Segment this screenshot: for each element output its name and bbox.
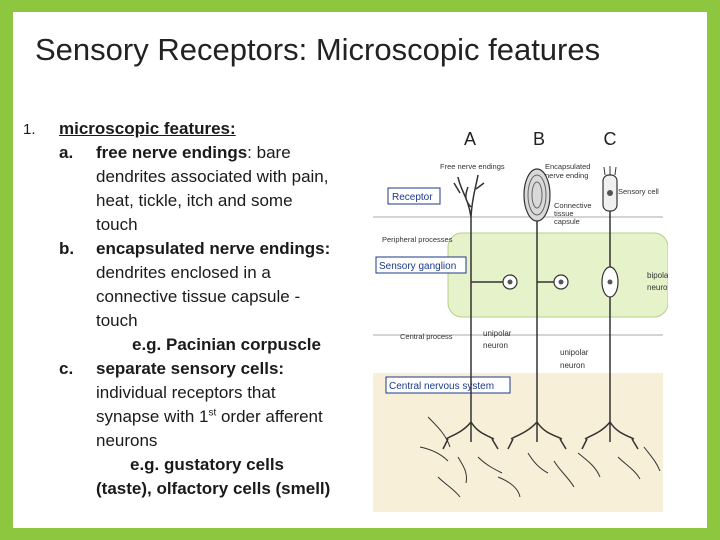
item-b-example: e.g. Pacinian corpuscle (132, 335, 321, 354)
free-nerve-ending-branches (453, 174, 485, 218)
receptor-diagram: A B C Free nerve endings Encapsulated ne… (368, 117, 668, 512)
connective-label-1: Connective (554, 201, 592, 210)
receptor-label: Receptor (392, 192, 433, 203)
cns-region (373, 373, 663, 512)
item-b-line3: connective tissue capsule - (96, 287, 301, 306)
list-number-1: 1. (23, 121, 36, 138)
ganglion-region (447, 232, 668, 318)
item-b-marker: b. (59, 239, 75, 258)
item-b-line1: encapsulated nerve endings: (96, 239, 331, 258)
item-c-line3-sup: st (208, 407, 217, 419)
item-1-heading: microscopic features: (59, 119, 236, 138)
item-c-example1: e.g. gustatory cells (130, 455, 284, 474)
item-c-line1: separate sensory cells: (96, 359, 285, 378)
unipolar-b-label-1: unipolar (560, 348, 589, 357)
item-c-example2: (taste), olfactory cells (smell) (96, 479, 331, 498)
item-a-line2: dendrites associated with pain, (96, 167, 329, 186)
neuron-b-nucleus (558, 279, 564, 285)
item-a-line4: touch (96, 215, 138, 234)
item-c-line4: neurons (96, 431, 158, 450)
neuron-a-terminal-branches (442, 421, 499, 450)
encapsulated-ending-layer-2 (531, 181, 543, 209)
neuron-c-terminal-branches (581, 421, 639, 450)
item-a-bold: free nerve endings (96, 143, 248, 162)
column-c-label: C (604, 129, 617, 149)
unipolar-b-label-2: neuron (560, 361, 585, 370)
connective-label-2: tissue (554, 209, 574, 218)
neuron-c-nucleus (607, 279, 613, 285)
sensory-ganglion-label: Sensory ganglion (379, 261, 456, 272)
encapsulated-label-2: nerve ending (545, 171, 588, 180)
item-b-line2: dendrites enclosed in a (96, 263, 271, 282)
bipolar-label-1: bipolar (647, 271, 668, 280)
item-a-marker: a. (59, 143, 74, 162)
neuron-a-nucleus (507, 279, 513, 285)
unipolar-a-label-2: neuron (483, 341, 508, 350)
item-a-line1: free nerve endings: bare (96, 143, 291, 163)
item-c-line3-post: order afferent (216, 407, 323, 426)
central-process-label: Central process (400, 332, 453, 341)
outline: 1. microscopic features: a. free nerve e… (13, 12, 373, 512)
bipolar-label-2: neuron (647, 283, 668, 292)
encapsulated-ending-layer-1 (527, 174, 547, 216)
item-a-rest: : bare (247, 143, 291, 162)
item-c-line3: synapse with 1st order afferent (96, 407, 323, 427)
item-a-line3: heat, tickle, itch and some (96, 191, 293, 210)
neuron-b-terminal-branches (507, 421, 567, 450)
item-c-marker: c. (59, 359, 74, 378)
sensory-ganglion-label-box (375, 256, 467, 274)
slide-title: Sensory Receptors: Microscopic features (35, 32, 601, 67)
encapsulated-label-1: Encapsulated (545, 162, 590, 171)
neuron-c (581, 211, 639, 450)
slide: Sensory Receptors: Microscopic features … (13, 12, 707, 528)
sensory-cell-label: Sensory cell (618, 187, 659, 196)
column-b-label: B (533, 129, 545, 149)
free-nerve-endings-label: Free nerve endings (440, 162, 505, 171)
item-b-line4: touch (96, 311, 138, 330)
sensory-cell-nucleus (607, 190, 613, 196)
connective-label-3: capsule (554, 217, 580, 226)
receptor-label-box (387, 187, 441, 205)
cns-label-box (385, 376, 511, 394)
item-c-line3-pre: synapse with 1 (96, 407, 209, 426)
cns-synapse-branches (419, 416, 661, 498)
item-c-line2: individual receptors that (96, 383, 276, 402)
unipolar-a-label-1: unipolar (483, 329, 512, 338)
peripheral-processes-label: Peripheral processes (382, 235, 453, 244)
column-a-label: A (464, 129, 476, 149)
receptor-diagram-svg: A B C Free nerve endings Encapsulated ne… (373, 129, 668, 512)
cns-label: Central nervous system (389, 381, 494, 392)
sensory-cell-cilia (603, 166, 617, 176)
